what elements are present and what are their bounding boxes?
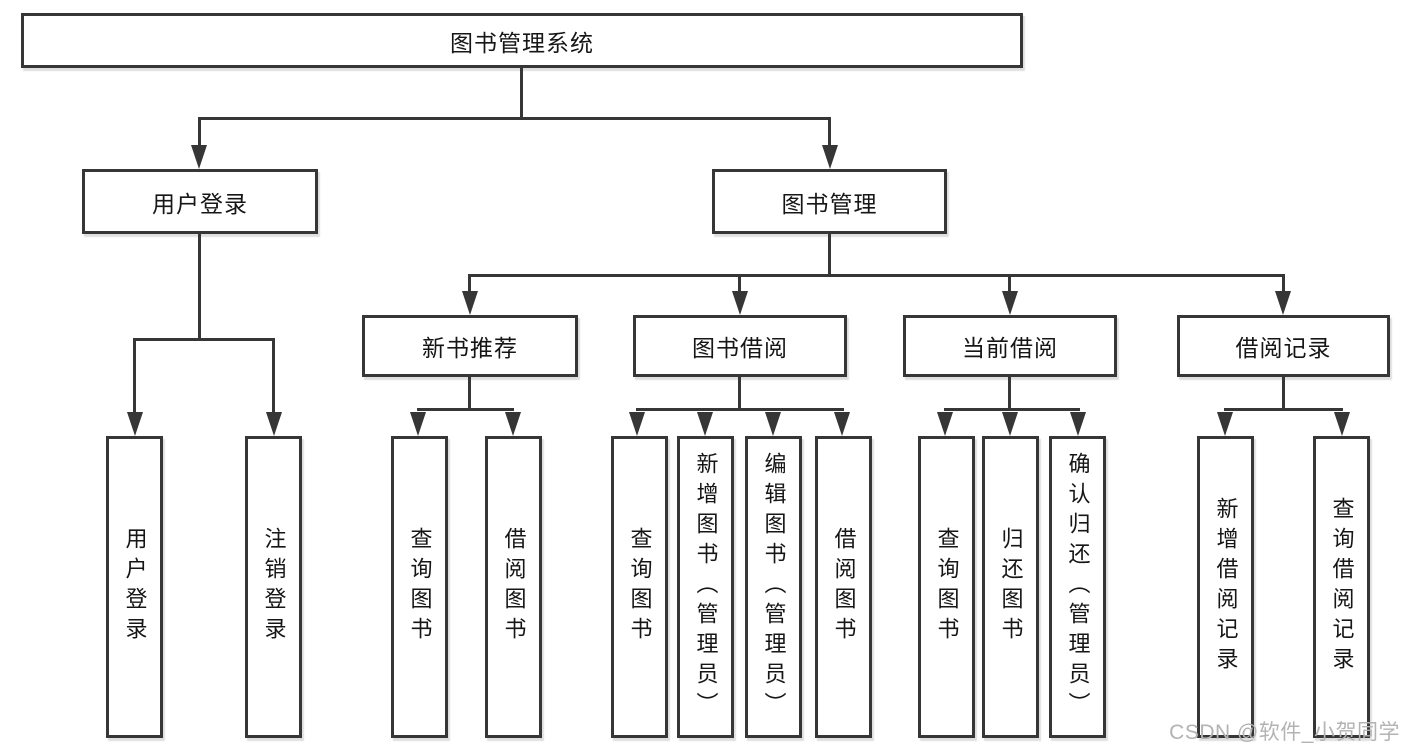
connector-line	[1282, 377, 1285, 410]
leaf-user-login-label: 用户登录	[122, 527, 148, 647]
leaf-user-login: 用户登录	[106, 436, 163, 738]
arrow-down-icon	[462, 291, 478, 315]
arrow-down-icon	[1334, 412, 1350, 436]
arrow-down-icon	[191, 145, 207, 169]
leaf-return-books: 归还图书	[982, 436, 1039, 738]
arrow-down-icon	[1275, 291, 1291, 315]
leaf-borrow-books-recommend-label: 借阅图书	[501, 527, 527, 647]
leaf-query-books-borrow: 查询图书	[611, 436, 668, 738]
csdn-watermark: CSDN @软件_小贺同学	[1169, 721, 1400, 744]
arrow-down-icon	[266, 412, 282, 436]
node-root: 图书管理系统	[21, 13, 1023, 68]
leaf-query-books-recommend-label: 查询图书	[407, 527, 433, 647]
arrow-down-icon	[1002, 412, 1018, 436]
leaf-add-borrow-record: 新增借阅记录	[1197, 436, 1254, 738]
node-user-login-label: 用户登录	[152, 190, 248, 217]
connector-line	[828, 117, 831, 147]
connector-line	[468, 274, 1285, 277]
leaf-query-books-recommend: 查询图书	[391, 436, 448, 738]
arrow-down-icon	[822, 145, 838, 169]
arrow-down-icon	[1002, 291, 1018, 315]
node-current-borrow: 当前借阅	[903, 315, 1117, 377]
arrow-down-icon	[697, 412, 713, 436]
connector-line	[198, 117, 831, 120]
connector-line	[738, 377, 741, 410]
node-root-label: 图书管理系统	[450, 29, 594, 56]
leaf-add-book-admin-label: 新增图书（管理员）	[693, 452, 719, 722]
leaf-query-books-borrow-label: 查询图书	[627, 527, 653, 647]
leaf-add-borrow-record-label: 新增借阅记录	[1213, 497, 1239, 677]
connector-line	[133, 338, 136, 414]
arrow-down-icon	[410, 412, 426, 436]
connector-line	[468, 377, 471, 410]
connector-line	[198, 234, 201, 340]
leaf-query-borrow-record-label: 查询借阅记录	[1329, 497, 1355, 677]
arrow-down-icon	[765, 412, 781, 436]
leaf-query-books-current-label: 查询图书	[934, 527, 960, 647]
leaf-borrow-books-label: 借阅图书	[831, 527, 857, 647]
connector-line	[1008, 377, 1011, 410]
arrow-down-icon	[629, 412, 645, 436]
node-book-management-label: 图书管理	[781, 190, 878, 217]
connector-line	[468, 274, 471, 293]
connector-line	[944, 408, 1080, 411]
leaf-logout-label: 注销登录	[261, 527, 287, 647]
connector-line	[1224, 408, 1343, 411]
connector-line	[636, 408, 844, 411]
connector-line	[133, 338, 275, 341]
node-borrow-records: 借阅记录	[1177, 315, 1390, 377]
node-book-management: 图书管理	[712, 169, 947, 234]
connector-line	[520, 68, 523, 118]
arrow-down-icon	[1217, 412, 1233, 436]
leaf-query-books-current: 查询图书	[918, 436, 975, 738]
leaf-query-borrow-record: 查询借阅记录	[1313, 436, 1370, 738]
arrow-down-icon	[1070, 412, 1086, 436]
connector-line	[198, 117, 201, 147]
node-borrow-records-label: 借阅记录	[1235, 335, 1332, 361]
node-book-borrow: 图书借阅	[633, 315, 847, 377]
connector-line	[1008, 274, 1011, 293]
connector-line	[738, 274, 741, 293]
leaf-confirm-return-admin: 确认归还（管理员）	[1049, 436, 1106, 738]
connector-line	[1282, 274, 1285, 293]
connector-line	[417, 408, 514, 411]
node-new-book-recommend-label: 新书推荐	[422, 335, 518, 361]
leaf-edit-book-admin-label: 编辑图书（管理员）	[761, 452, 787, 722]
node-new-book-recommend: 新书推荐	[362, 315, 578, 377]
leaf-borrow-books-recommend: 借阅图书	[485, 436, 542, 738]
node-book-borrow-label: 图书借阅	[692, 335, 788, 361]
arrow-down-icon	[937, 412, 953, 436]
leaf-confirm-return-admin-label: 确认归还（管理员）	[1065, 452, 1091, 722]
connector-line	[272, 338, 275, 414]
leaf-add-book-admin: 新增图书（管理员）	[677, 436, 734, 738]
arrow-down-icon	[505, 412, 521, 436]
arrow-down-icon	[834, 412, 850, 436]
node-user-login: 用户登录	[82, 169, 318, 234]
node-current-borrow-label: 当前借阅	[962, 335, 1058, 361]
leaf-borrow-books: 借阅图书	[815, 436, 872, 738]
leaf-logout: 注销登录	[245, 436, 302, 738]
leaf-return-books-label: 归还图书	[998, 527, 1024, 647]
arrow-down-icon	[732, 291, 748, 315]
leaf-edit-book-admin: 编辑图书（管理员）	[745, 436, 802, 738]
arrow-down-icon	[127, 412, 143, 436]
connector-line	[828, 234, 831, 276]
